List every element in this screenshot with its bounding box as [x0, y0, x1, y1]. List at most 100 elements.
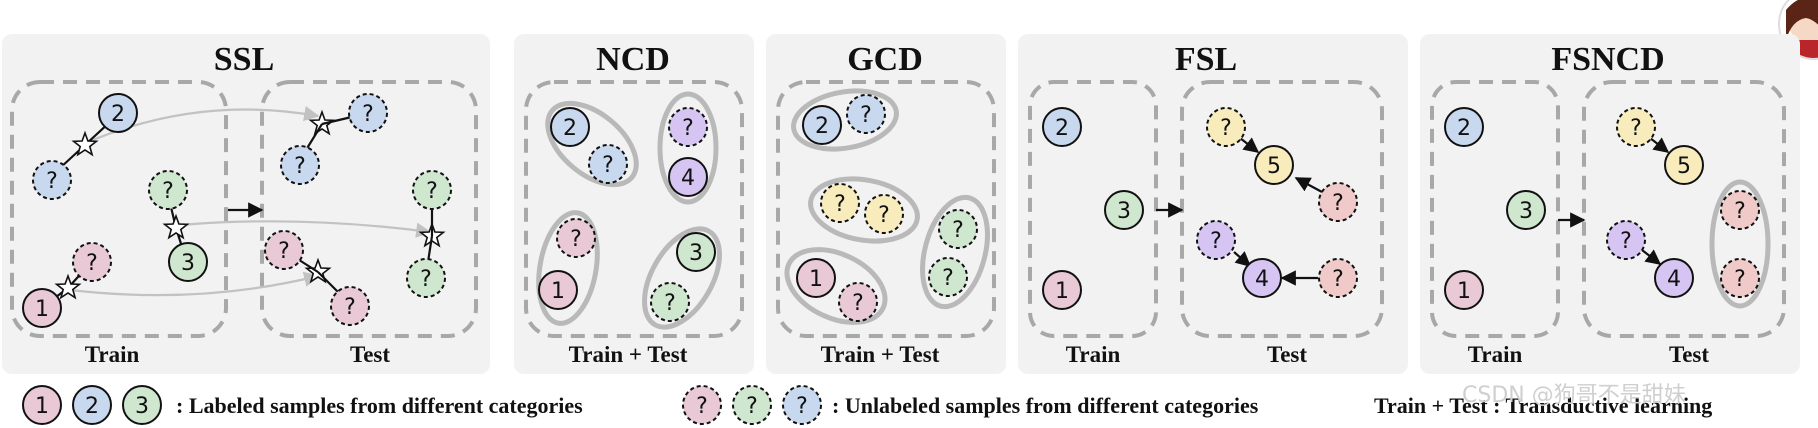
labeled-sample-2: 2 — [550, 107, 590, 147]
unlabeled-sample: ? — [148, 170, 188, 210]
svg-text:?: ? — [1734, 267, 1746, 292]
svg-text:?: ? — [602, 153, 614, 178]
svg-text:?: ? — [878, 203, 890, 228]
svg-text:?: ? — [420, 267, 432, 292]
assign-arrow — [1649, 137, 1670, 153]
legend-unlabeled-sample: ? — [732, 385, 772, 425]
unlabeled-sample: ? — [668, 107, 708, 147]
assign-arrow — [1233, 251, 1252, 268]
test-box — [1582, 80, 1786, 338]
svg-text:?: ? — [1630, 116, 1642, 141]
train-label: Train — [1066, 342, 1121, 367]
unlabeled-sample: ? — [72, 242, 112, 282]
legend-labeled-sample-3: 3 — [122, 385, 162, 425]
train-test-box — [524, 80, 744, 338]
svg-text:2: 2 — [1055, 116, 1069, 141]
unlabeled-sample: ? — [938, 209, 978, 249]
svg-text:?: ? — [344, 295, 356, 320]
labeled-sample-2: 2 — [1042, 107, 1082, 147]
labeled-sample-1: 1 — [538, 270, 578, 310]
test-label: Test — [1669, 342, 1709, 367]
svg-text:3: 3 — [689, 241, 703, 266]
labeled-sample-2: 2 — [802, 105, 842, 145]
star-icon — [308, 109, 336, 136]
unlabeled-sample: ? — [1318, 182, 1358, 222]
svg-text:3: 3 — [1117, 199, 1131, 224]
svg-text:1: 1 — [1457, 279, 1471, 304]
svg-text:?: ? — [852, 291, 864, 316]
svg-text:?: ? — [426, 179, 438, 204]
labeled-sample-5: 5 — [1254, 145, 1294, 185]
panel-background — [1018, 34, 1408, 374]
link-line — [426, 235, 434, 263]
labeled-sample-2: 2 — [1444, 107, 1484, 147]
unlabeled-sample: ? — [556, 218, 596, 258]
labeled-sample-3: 3 — [1506, 190, 1546, 230]
labeled-sample-3: 3 — [676, 232, 716, 272]
svg-text:5: 5 — [1267, 154, 1281, 179]
unlabeled-sample: ? — [348, 93, 388, 133]
labeled-sample-1: 1 — [1042, 270, 1082, 310]
cluster-ellipse — [642, 226, 722, 330]
unlabeled-sample: ? — [1206, 107, 1246, 147]
legend-labeled-sample-1: 1 — [22, 385, 62, 425]
labeled-sample-5: 5 — [1664, 145, 1704, 185]
svg-text:2: 2 — [815, 114, 829, 139]
svg-text:?: ? — [860, 103, 872, 128]
unlabeled-sample: ? — [588, 144, 628, 184]
cluster-ellipse — [920, 194, 990, 310]
panel-background — [514, 34, 754, 374]
unlabeled-sample: ? — [1720, 190, 1760, 230]
labeled-sample-4: 4 — [668, 157, 708, 197]
svg-text:1: 1 — [1055, 279, 1069, 304]
unlabeled-sample: ? — [846, 94, 886, 134]
unlabeled-sample: ? — [1318, 258, 1358, 298]
labeled-sample-1: 1 — [22, 288, 62, 328]
unlabeled-sample: ? — [928, 257, 968, 297]
cluster-ellipse — [791, 88, 899, 152]
star-icon — [162, 213, 190, 240]
legend-labeled-sample-2: 2 — [72, 385, 112, 425]
svg-text:4: 4 — [1667, 267, 1681, 292]
train-box — [10, 80, 228, 338]
svg-text:?: ? — [162, 179, 174, 204]
unlabeled-sample: ? — [264, 230, 304, 270]
train-test-box — [776, 80, 996, 338]
svg-text:1: 1 — [809, 267, 823, 292]
panel-gcd: GCD Train + Test 2 ? ? ? 1 ? ? ? — [766, 34, 1006, 374]
watermark: CSDN @狗哥不是甜妹 — [1462, 383, 1686, 408]
svg-text:?: ? — [1332, 191, 1344, 216]
svg-text:?: ? — [46, 169, 58, 194]
legend-unlabeled-sample: ? — [682, 385, 722, 425]
link-line — [317, 271, 339, 293]
unlabeled-sample: ? — [330, 286, 370, 326]
svg-text:1: 1 — [35, 297, 49, 322]
panel-fsncd: FSNCD Train Test 2 3 1 ? 5 ? ? 4 ? — [1420, 34, 1800, 374]
legend-labeled-text: : Labeled samples from different categor… — [176, 393, 583, 418]
cluster-ellipse — [1709, 179, 1771, 309]
cluster-ellipse — [784, 247, 888, 325]
svg-text:?: ? — [696, 394, 708, 419]
labeled-sample-4: 4 — [1654, 258, 1694, 298]
svg-text:?: ? — [942, 266, 954, 291]
labeled-sample-3: 3 — [168, 242, 208, 282]
svg-text:1: 1 — [35, 394, 49, 419]
svg-text:5: 5 — [1677, 154, 1691, 179]
cluster-ellipse — [657, 91, 719, 205]
assign-arrow — [1641, 249, 1662, 265]
unlabeled-sample: ? — [406, 258, 446, 298]
svg-text:2: 2 — [1457, 116, 1471, 141]
svg-text:3: 3 — [135, 394, 149, 419]
svg-text:?: ? — [1620, 229, 1632, 254]
cluster-ellipse — [545, 100, 639, 188]
svg-text:3: 3 — [1519, 199, 1533, 224]
cluster-ellipse — [808, 176, 920, 244]
unlabeled-sample: ? — [32, 160, 72, 200]
train-test-label: Train + Test — [569, 342, 688, 367]
svg-text:?: ? — [294, 154, 306, 179]
panel-title: FSNCD — [1551, 41, 1664, 78]
legend: 1 2 3 : Labeled samples from different c… — [22, 385, 1712, 425]
test-label: Test — [350, 342, 390, 367]
labeled-sample-3: 3 — [1104, 190, 1144, 230]
